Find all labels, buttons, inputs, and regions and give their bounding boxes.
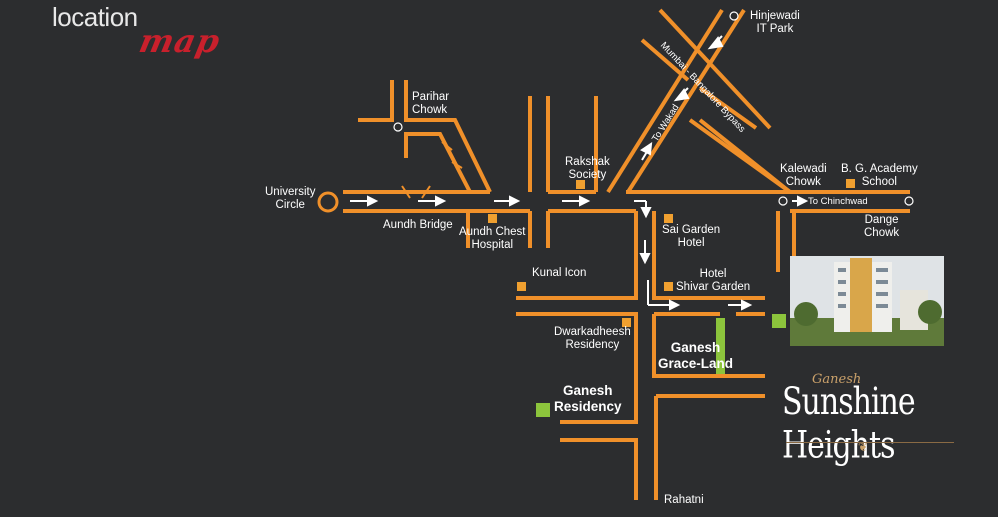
road-aundh (343, 190, 530, 213)
sai-garden-marker (664, 214, 673, 223)
hinjewadi-marker (729, 11, 739, 21)
road-bypass-west (606, 8, 724, 194)
university-circle-marker (317, 191, 339, 213)
label-aundh-chest: Aundh Chest Hospital (459, 226, 526, 251)
map-title-accent: map (135, 22, 225, 60)
label-dwarkadheesh: Dwarkadheesh Residency (554, 326, 631, 351)
label-kalewadi: Kalewadi Chowk (780, 163, 827, 188)
road-central (516, 211, 765, 300)
map-title: location (52, 2, 138, 32)
ornament-icon: ❦ (858, 440, 869, 454)
label-to-chinchwad: To Chinchwad (808, 196, 868, 207)
road-bypass-east (658, 8, 772, 130)
road-gracelands (652, 314, 765, 378)
dwarkadheesh-marker (622, 318, 631, 327)
project-marker (772, 314, 786, 328)
label-kunal: Kunal Icon (532, 267, 587, 279)
label-aundh-bridge: Aundh Bridge (383, 219, 453, 231)
brand-main: Sunshine Heights (782, 380, 916, 468)
label-shivar: Hotel Shivar Garden (676, 268, 751, 293)
building-image (790, 256, 944, 346)
label-ganesh-grace: Ganesh Grace-Land (658, 340, 734, 371)
label-rakshak: Rakshak Society (565, 156, 610, 181)
label-rahatni: Rahatni (664, 494, 704, 506)
kunal-marker (517, 282, 526, 291)
label-dange: Dange Chowk (864, 214, 900, 239)
brand-divider (786, 442, 954, 443)
shivar-marker (664, 282, 673, 291)
bg-academy-marker (846, 179, 855, 188)
ganesh-residency-marker (536, 403, 550, 417)
label-ganesh-residency: Ganesh Residency (554, 383, 622, 414)
road-lower-west (516, 312, 638, 424)
kalewadi-marker (778, 196, 788, 206)
label-parihar: Parihar Chowk (412, 91, 450, 116)
road-rakshak-cross (528, 96, 550, 248)
aundh-chest-marker (488, 214, 497, 223)
ganesh-grace-marker (716, 318, 725, 374)
parihar-chowk-marker (393, 122, 403, 132)
road-chinchwad (790, 190, 910, 213)
dange-marker (904, 196, 914, 206)
label-university: University Circle (265, 186, 316, 211)
label-bg-academy: B. G. Academy School (841, 163, 918, 188)
road-parihar-inner (404, 132, 472, 193)
road-parihar-north (358, 80, 492, 193)
label-sai-garden: Sai Garden Hotel (662, 224, 721, 249)
label-hinjewadi: Hinjewadi IT Park (750, 10, 800, 35)
road-rakshak (548, 190, 636, 213)
brand-sub: Ganesh (812, 372, 862, 387)
rakshak-marker (576, 180, 585, 189)
